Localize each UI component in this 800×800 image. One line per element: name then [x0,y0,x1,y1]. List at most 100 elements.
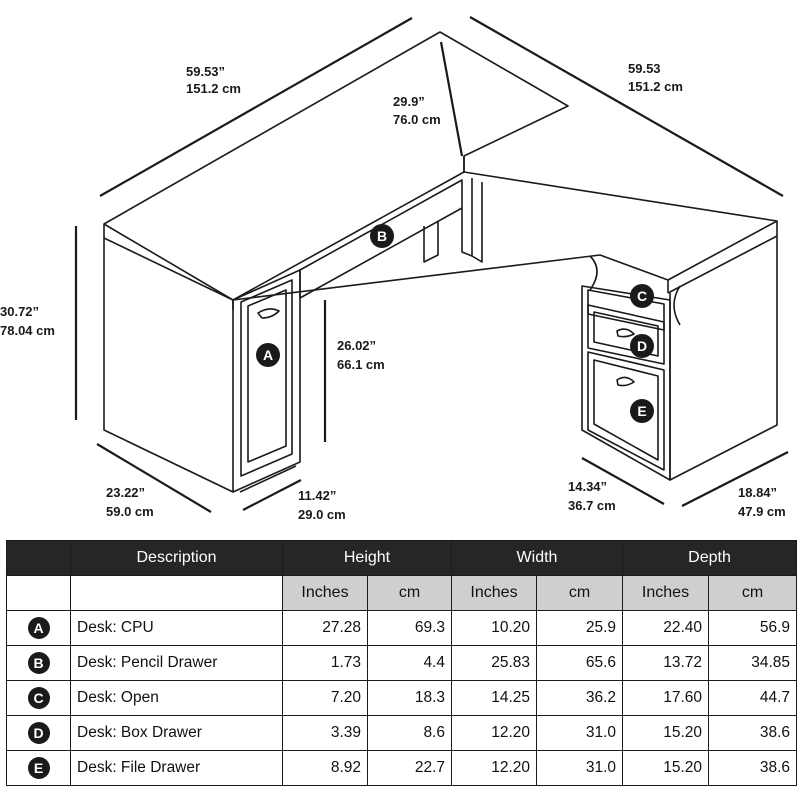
top-front-edge-right [667,235,778,294]
dim-line-back-right [469,16,784,197]
table-units-row: Inches cm Inches cm Inches cm [6,575,798,611]
row-width-cm: 36.2 [536,680,623,716]
desk-diagram: 59.53” 151.2 cm 59.53 151.2 cm 29.9” 76.… [0,16,789,522]
dim-knee-height-in: 26.02” [337,338,376,353]
inner-edge-left [232,171,465,301]
header-width: Width [451,540,623,576]
dim-right-depth-in: 18.84” [738,485,777,500]
dim-left-pedestal-cm: 29.0 cm [298,507,346,522]
row-description: Desk: Open [70,680,283,716]
header-description: Description [70,540,283,576]
row-marker: B [6,645,71,681]
dim-right-pedestal-in: 14.34” [568,479,607,494]
marker-a: A [256,343,280,367]
unit-height-inches: Inches [282,575,368,611]
row-width-cm: 25.9 [536,610,623,646]
row-depth-in: 22.40 [622,610,709,646]
dim-left-depth-in: 23.22” [106,485,145,500]
marker-badge: E [27,757,50,779]
row-depth-cm: 56.9 [707,610,798,646]
right-box-drawer [587,304,665,365]
table-row: D Desk: Box Drawer 3.39 8.6 12.20 31.0 1… [6,715,798,751]
row-marker: E [6,750,71,786]
marker-c: C [630,284,654,308]
part-markers: A B C D E [256,224,654,423]
marker-b-label: B [377,228,387,244]
header-depth: Depth [621,540,798,576]
row-width-in: 12.20 [451,750,537,786]
dim-line-back-left [99,17,413,197]
unit-width-inches: Inches [451,575,537,611]
header-height: Height [282,540,452,576]
row-marker: A [6,610,71,646]
dim-knee-height-cm: 66.1 cm [337,357,385,372]
unit-depth-cm: cm [707,575,798,611]
dim-line-right-pedestal [581,457,665,505]
support-panel [423,222,439,263]
units-blank-description [70,575,283,611]
row-width-in: 12.20 [451,715,537,751]
row-height-cm: 22.7 [367,750,452,786]
left-door-inner [247,289,287,463]
table-row: C Desk: Open 7.20 18.3 14.25 36.2 17.60 … [6,680,798,716]
marker-d: D [630,334,654,358]
row-description: Desk: Pencil Drawer [70,645,283,681]
marker-e-label: E [637,403,646,419]
dim-line-right-depth [681,451,789,507]
marker-a-label: A [263,347,273,363]
box-drawer-handle [616,328,635,338]
right-box-drawer-inner [593,311,659,357]
dim-line-inner-depth [439,41,464,157]
dim-line-left-pedestal [242,479,302,511]
left-pedestal-side [103,238,234,493]
row-depth-in: 13.72 [622,645,709,681]
row-width-in: 10.20 [451,610,537,646]
dim-right-depth-cm: 47.9 cm [738,504,786,519]
left-base-edge [239,465,297,493]
dim-height-cm: 78.04 cm [0,323,55,338]
dimensions-table: Description Height Width Depth Inches cm… [6,540,798,786]
row-depth-cm: 44.7 [707,680,798,716]
row-description: Desk: File Drawer [70,750,283,786]
file-drawer-handle [616,376,635,387]
row-height-cm: 8.6 [367,715,452,751]
dim-left-pedestal-in: 11.42” [298,488,336,503]
row-width-cm: 65.6 [536,645,623,681]
unit-height-cm: cm [367,575,452,611]
row-height-in: 3.39 [282,715,368,751]
corner-leg [461,178,483,263]
row-height-in: 27.28 [282,610,368,646]
row-depth-cm: 34.85 [707,645,798,681]
right-file-drawer-inner [593,359,659,461]
row-height-cm: 69.3 [367,610,452,646]
dim-height-in: 30.72” [0,304,39,319]
unit-depth-inches: Inches [622,575,709,611]
row-marker: D [6,715,71,751]
units-blank-marker [6,575,71,611]
dim-inner-depth-in: 29.9” [393,94,425,109]
marker-b: B [370,224,394,248]
row-width-in: 25.83 [451,645,537,681]
top-front-edge [103,237,234,301]
row-height-in: 1.73 [282,645,368,681]
table-header-row: Description Height Width Depth [6,540,798,576]
dimension-labels: 59.53” 151.2 cm 59.53 151.2 cm 29.9” 76.… [0,61,786,522]
table-row: A Desk: CPU 27.28 69.3 10.20 25.9 22.40 … [6,610,798,646]
unit-width-cm: cm [536,575,623,611]
row-height-cm: 4.4 [367,645,452,681]
left-pedestal-front [232,269,301,493]
row-depth-cm: 38.6 [707,750,798,786]
row-height-in: 8.92 [282,750,368,786]
row-height-in: 7.20 [282,680,368,716]
marker-d-label: D [637,338,647,354]
right-file-drawer [587,351,665,471]
dimension-lines [74,16,789,513]
row-width-cm: 31.0 [536,715,623,751]
header-marker [6,540,71,576]
row-depth-cm: 38.6 [707,715,798,751]
row-height-cm: 18.3 [367,680,452,716]
table-row: B Desk: Pencil Drawer 1.73 4.4 25.83 65.… [6,645,798,681]
desk-drawing [103,31,778,493]
marker-badge: C [27,687,50,709]
row-depth-in: 15.20 [622,715,709,751]
